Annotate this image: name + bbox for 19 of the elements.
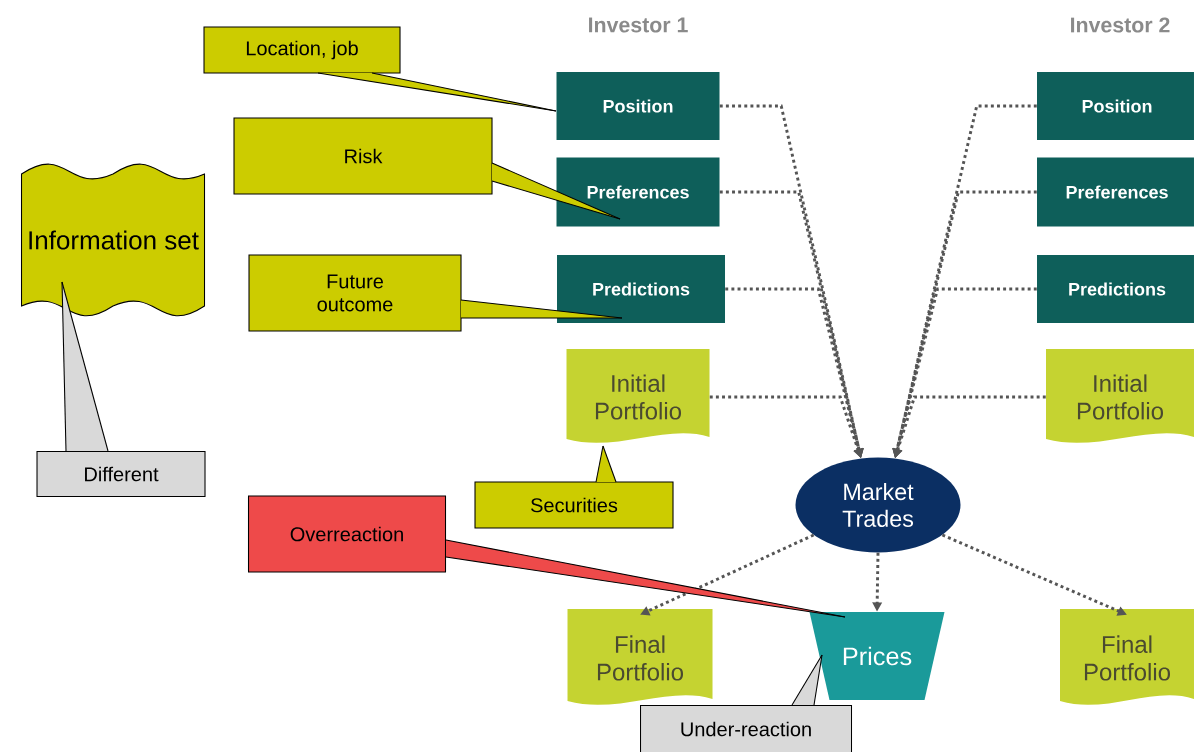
factor-box: Preferences (1037, 157, 1194, 227)
prices-trapezoid: Prices (809, 612, 945, 700)
factor-box: Position (556, 72, 720, 140)
column-heading: Investor 1 (589, 17, 688, 33)
portfolio-document: Final Portfolio (1060, 609, 1194, 705)
column-heading: Investor 2 (1071, 17, 1170, 33)
portfolio-document: Final Portfolio (567, 609, 713, 705)
callout-box: Different (36, 450, 206, 498)
factor-box: Predictions (1037, 255, 1194, 323)
callout-box: Future outcome (248, 254, 462, 332)
portfolio-document: Initial Portfolio (1046, 349, 1194, 443)
factor-box: Predictions (557, 255, 725, 323)
factor-box: Preferences (556, 157, 720, 227)
portfolio-document: Initial Portfolio (566, 349, 710, 443)
callout-box: Overreaction (247, 495, 447, 573)
callout-box: Location, job (203, 26, 401, 74)
callout-box: Risk (233, 117, 493, 195)
factor-box: Position (1037, 72, 1194, 140)
callout-box: Securities (474, 481, 674, 529)
